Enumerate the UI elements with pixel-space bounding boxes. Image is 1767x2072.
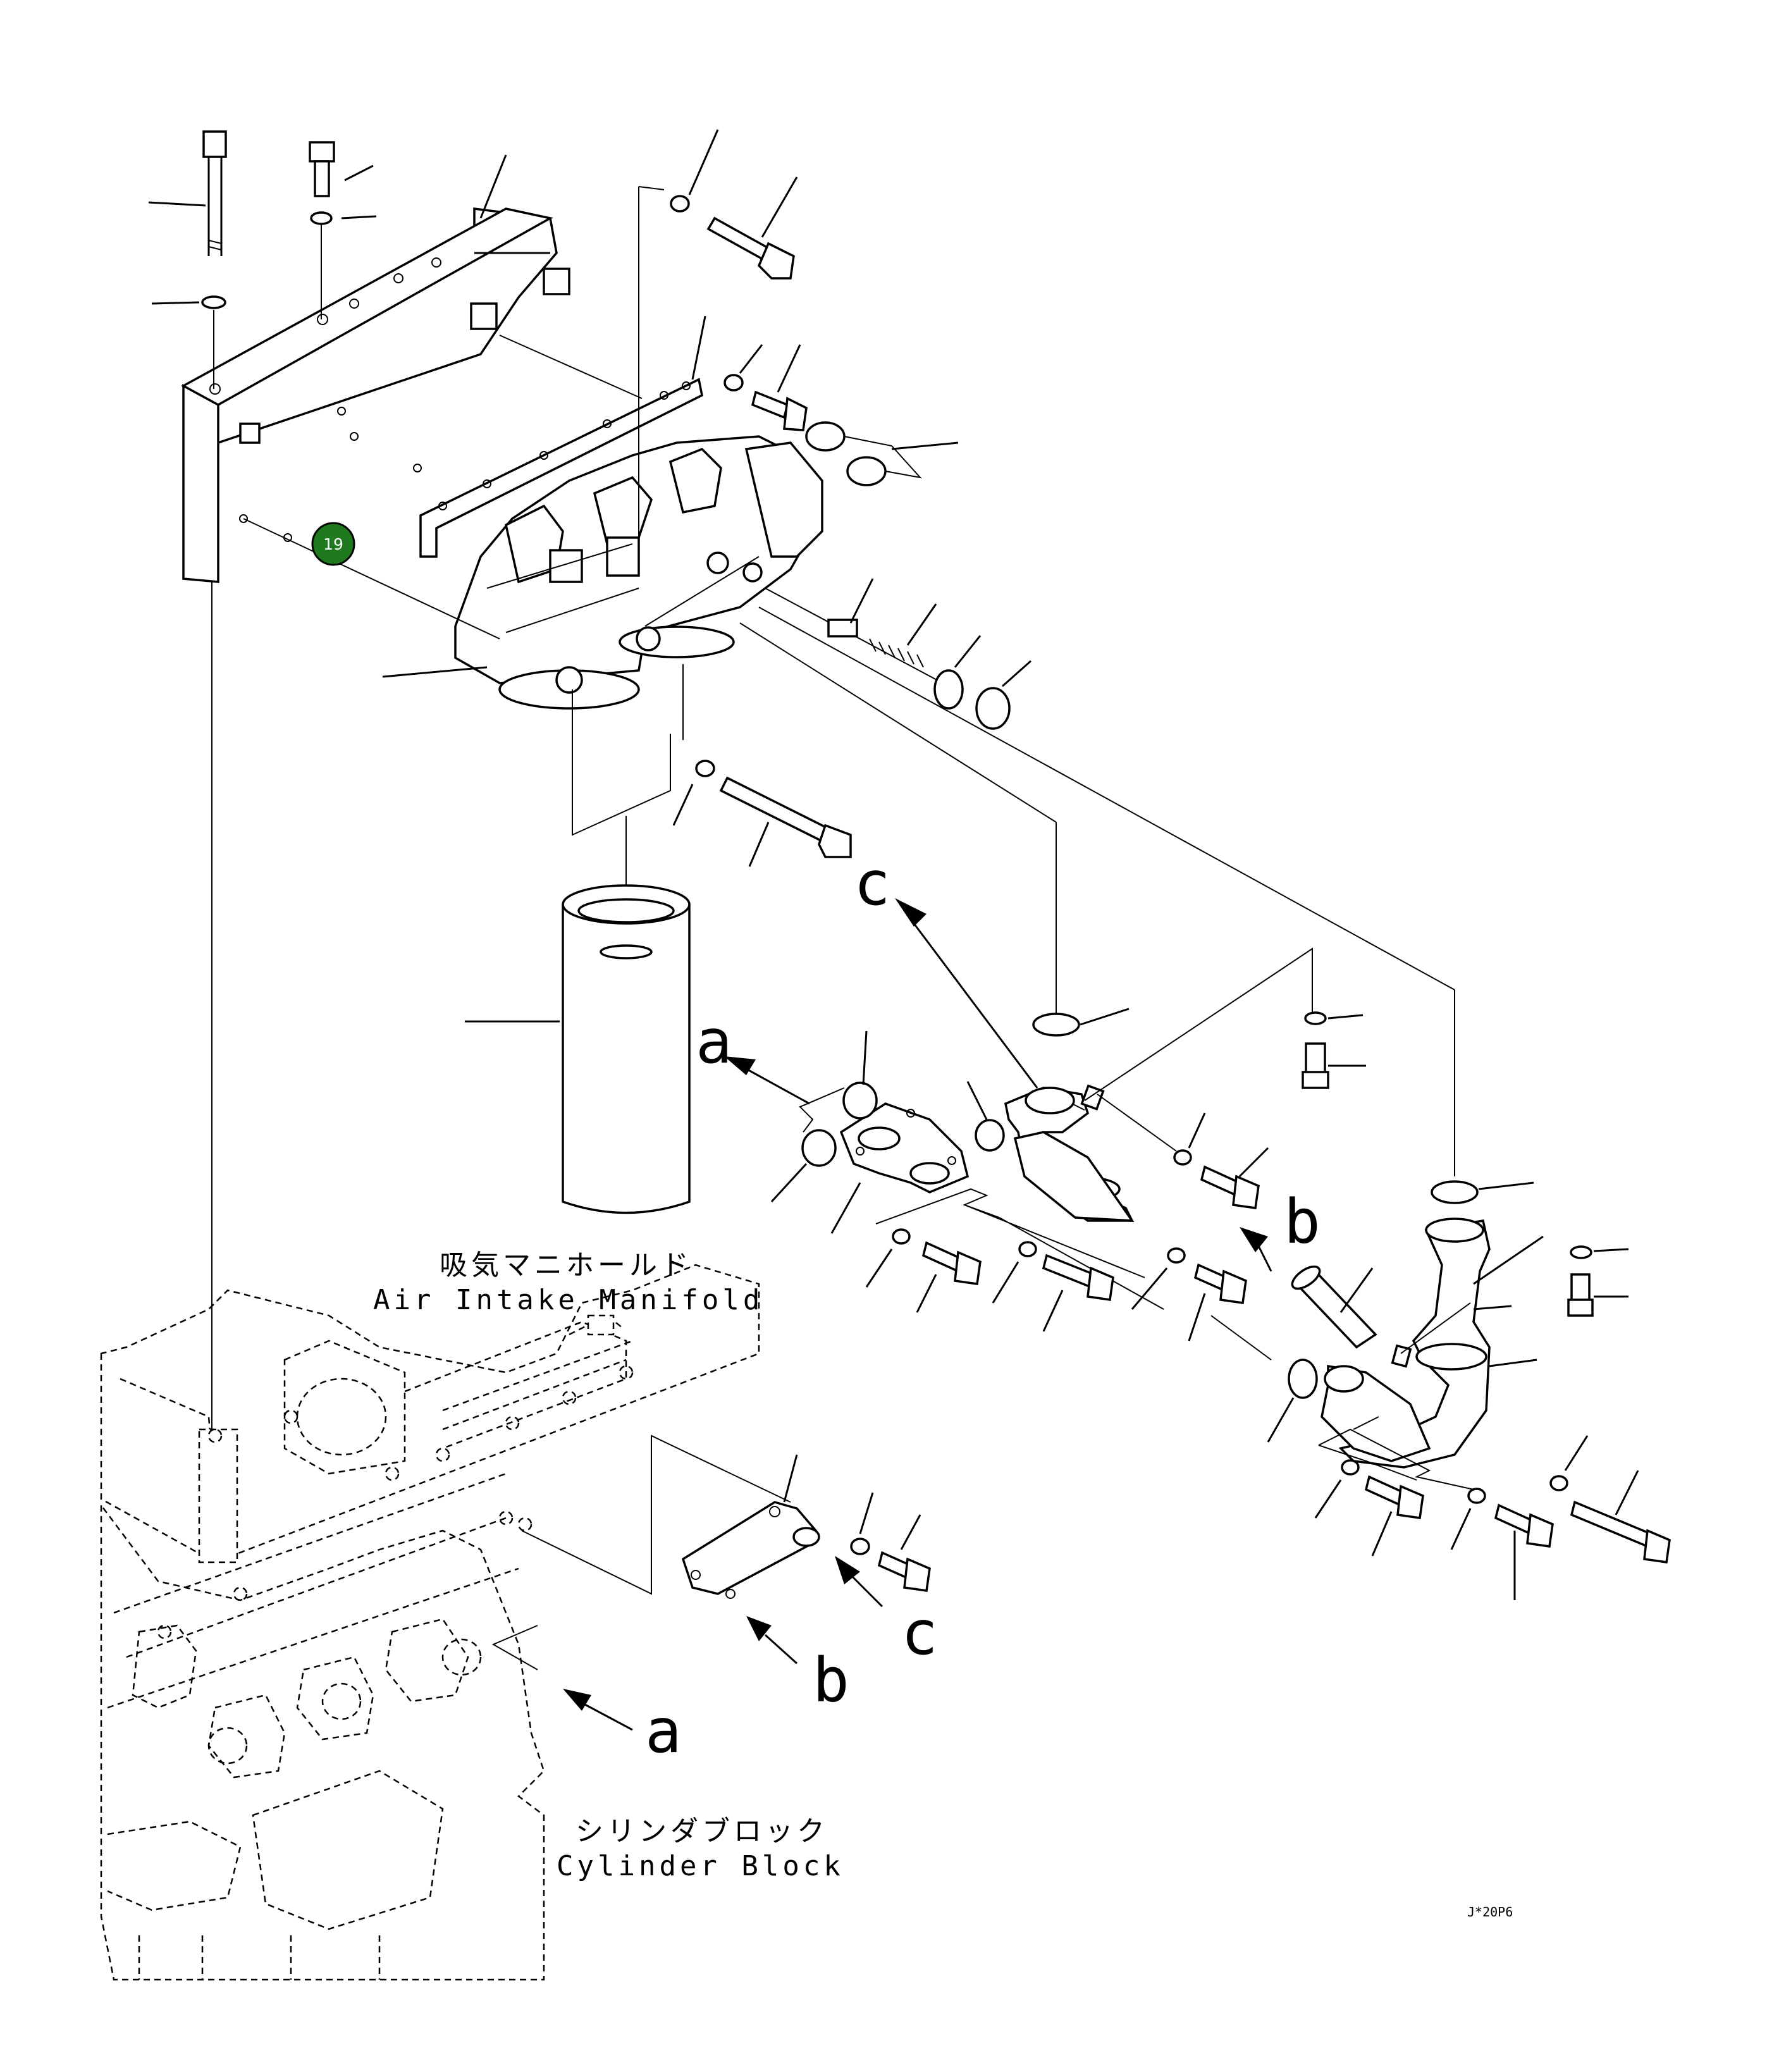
pipe-b-bolt-3 <box>1570 1500 1671 1563</box>
oil-pipe-b <box>1321 1218 1491 1469</box>
pipe-b-bolt-2 <box>1494 1503 1554 1548</box>
flange-bolt-2 <box>719 776 852 858</box>
block-label-en: Cylinder Block <box>557 1850 844 1882</box>
ref-b-right: b <box>1284 1187 1321 1257</box>
arrow-c-lower <box>835 1556 860 1584</box>
washer <box>1167 1247 1186 1264</box>
ref-a-lower: a <box>645 1696 682 1767</box>
callout-19[interactable]: 19 <box>311 522 355 566</box>
washer <box>850 1538 870 1555</box>
rail-plate <box>419 378 703 558</box>
pipe-bolt <box>1200 1165 1260 1209</box>
oil-pipe-c <box>1004 1084 1135 1222</box>
washer <box>1549 1475 1568 1491</box>
washer <box>201 295 226 309</box>
washer <box>310 211 333 225</box>
washer <box>1467 1488 1486 1504</box>
o-ring-a1 <box>842 1082 878 1119</box>
arrow-b-lower <box>746 1616 772 1641</box>
callout-number: 19 <box>323 535 343 553</box>
block-label-jp: シリンダブロック <box>576 1815 828 1847</box>
adapter-bolt-2 <box>1042 1254 1114 1301</box>
small-bolt-b <box>1567 1273 1594 1317</box>
ref-c-top: c <box>854 848 890 919</box>
ref-b-lower: b <box>813 1645 849 1716</box>
small-bolt-right <box>1302 1042 1329 1089</box>
o-ring-c <box>975 1119 1005 1152</box>
adapter-bolt-3 <box>1193 1263 1247 1304</box>
bracket-bolt <box>877 1551 931 1592</box>
washer <box>1173 1149 1192 1166</box>
plug <box>846 456 887 486</box>
adapter-bolt-1 <box>921 1241 982 1285</box>
intake-label-en: Air Intake Manifold <box>373 1284 763 1316</box>
ref-c-lower: c <box>901 1598 938 1668</box>
o-ring-a2 <box>801 1129 837 1167</box>
pipe-b-bolt-1 <box>1364 1475 1424 1519</box>
washer <box>723 374 744 392</box>
washer <box>1341 1459 1360 1476</box>
washer <box>892 1228 911 1245</box>
arrow-a <box>724 1056 756 1075</box>
long-bolt <box>202 130 227 256</box>
adapter-plate <box>839 1102 970 1193</box>
gasket-b <box>1431 1180 1479 1204</box>
oil-filter <box>562 884 691 1214</box>
cylinder-block <box>100 1472 545 1981</box>
small-bolt <box>751 390 808 431</box>
washer <box>1018 1241 1037 1257</box>
air-intake-manifold <box>100 1264 760 1563</box>
ref-a-top: a <box>696 1006 732 1077</box>
plug <box>805 421 846 452</box>
washer <box>670 195 690 213</box>
arrow-b-right <box>1240 1227 1268 1252</box>
washer <box>695 760 715 777</box>
arrow-c <box>895 898 927 927</box>
spring <box>869 638 924 668</box>
washer <box>1570 1245 1592 1259</box>
drawing-code: J*20P6 <box>1467 1904 1513 1920</box>
washer <box>1304 1011 1327 1025</box>
o-ring-b <box>1288 1359 1318 1399</box>
gasket <box>1032 1013 1080 1037</box>
intake-label-jp: 吸気マニホールド <box>440 1249 693 1281</box>
filter-head <box>454 435 823 710</box>
connector-tube <box>1291 1265 1377 1349</box>
valve-piston <box>827 619 858 638</box>
short-bolt <box>309 141 335 197</box>
flange-bolt <box>706 216 795 280</box>
arrow-a-lower <box>563 1689 591 1711</box>
lower-bracket <box>681 1501 820 1599</box>
o-ring <box>933 669 964 710</box>
plug-cap <box>975 687 1011 730</box>
